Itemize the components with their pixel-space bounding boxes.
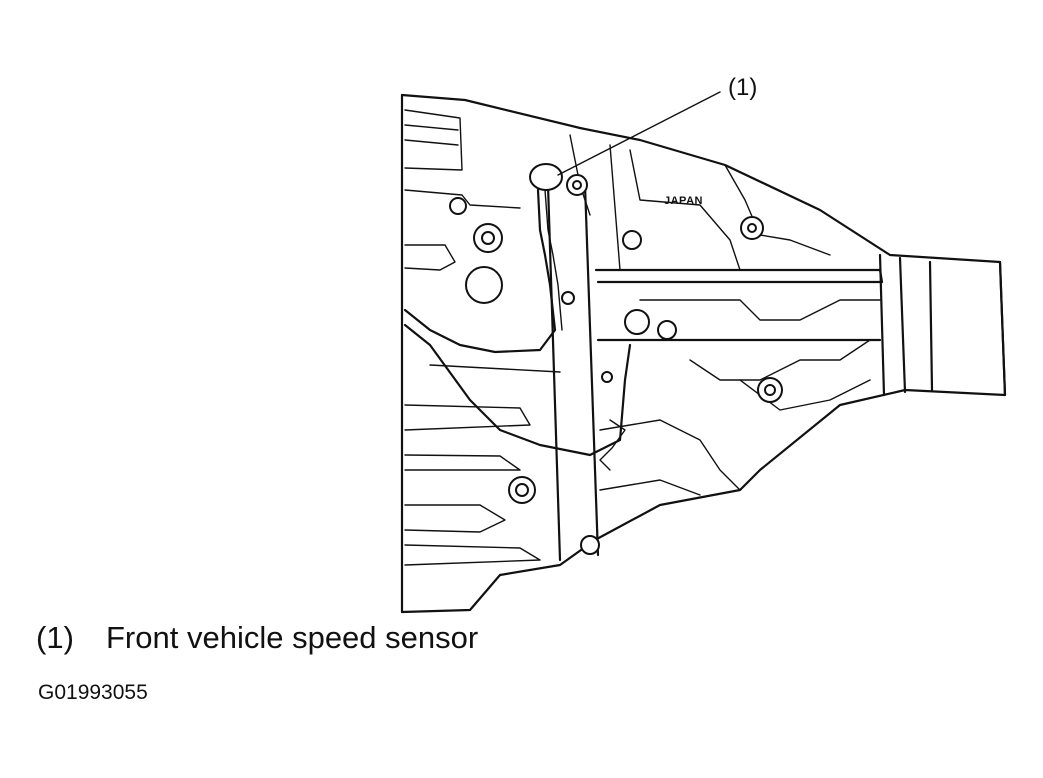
front-vehicle-speed-sensor xyxy=(403,163,632,471)
leader-line-icon xyxy=(557,91,721,176)
figure-id: G01993055 xyxy=(38,681,148,704)
legend-label: Front vehicle speed sensor xyxy=(106,620,479,655)
bolts xyxy=(449,174,783,555)
casting-marking: JAPAN xyxy=(664,195,703,207)
legend-number: (1) xyxy=(36,620,74,655)
callout-leader xyxy=(557,91,721,176)
legend: (1) Front vehicle speed sensor xyxy=(36,620,478,656)
transmission-housing xyxy=(400,93,1007,614)
callout-marker: (1) xyxy=(728,74,758,101)
